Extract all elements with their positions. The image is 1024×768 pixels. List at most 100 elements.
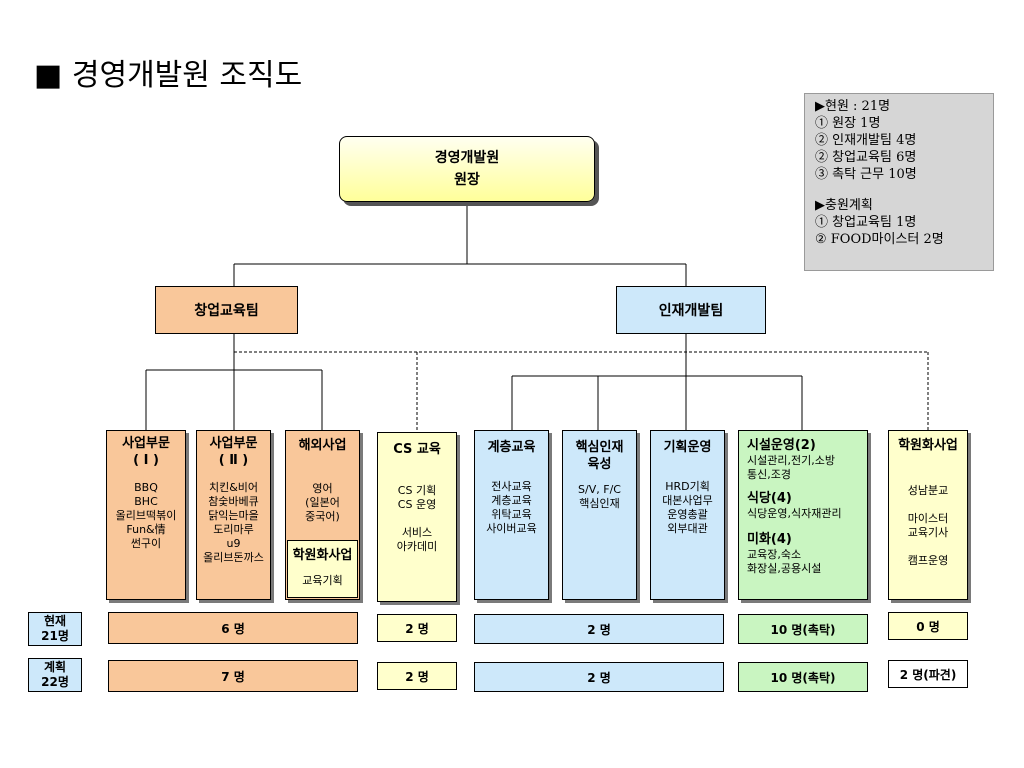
info-line: ① 창업교육팀 1명 (815, 215, 917, 230)
info-line: ▶현원 : 21명 (815, 99, 891, 114)
unit-cs-education: CS 교육 CS 기획 CS 운영 서비스 아카데미 (377, 432, 457, 602)
unit-item: 위탁교육 (491, 508, 532, 521)
team-hr-development: 인재개발팀 (616, 286, 766, 334)
section-title: 식당(4) (747, 491, 792, 506)
unit-title: 사업부문 (122, 436, 170, 451)
unit-item: 대본사업무 (662, 494, 713, 507)
unit-item: Fun&情 (126, 523, 166, 536)
info-line: ③ 촉탁 근무 10명 (815, 167, 917, 182)
unit-title: 기획운영 (663, 440, 712, 455)
unit-facility-ops: 시설운영(2) 시설관리,전기,소방 통신,조경 식당(4) 식당운영,식자재관… (738, 430, 868, 600)
unit-title: 학원화사업 (292, 548, 353, 563)
unit-academy-startup: 학원화사업 교육기획 (287, 540, 358, 598)
unit-business-1: 사업부문 ( Ⅰ ) BBQ BHC 올리브떡볶이 Fun&情 썬구이 (106, 430, 186, 600)
cell-value: 2 명 (405, 621, 429, 636)
unit-tier-education: 계층교육 전사교육 계층교육 위탁교육 사이버교육 (474, 430, 549, 600)
info-line: ② 창업교육팀 6명 (815, 150, 917, 165)
cell-value: 2 명 (587, 622, 611, 637)
director-box: 경영개발원 원장 (339, 136, 595, 202)
unit-item: 교육기사 (907, 526, 949, 539)
unit-item: 썬구이 (130, 537, 162, 550)
row-label-line: 22명 (41, 675, 69, 689)
unit-item: 서비스 (401, 526, 433, 539)
cell-value: 10 명(촉탁) (770, 622, 836, 637)
unit-item: 닭익는마을 (208, 509, 259, 522)
unit-item: HRD기획 (665, 480, 710, 493)
unit-item: 마이스터 (907, 512, 949, 525)
cell-value: 2 명 (405, 669, 429, 684)
unit-item: 운영총괄 (667, 508, 708, 521)
unit-academy-program: 학원화사업 성남분교 마이스터 교육기사 캠프운영 (888, 430, 968, 600)
unit-title: CS 교육 (393, 442, 441, 457)
unit-item: 교육장,숙소 (747, 548, 802, 561)
unit-item: 외부대관 (667, 522, 708, 535)
unit-business-2: 사업부문 ( Ⅱ ) 치킨&비어 참숯바베큐 닭익는마을 도리마루 u9 올리브… (196, 430, 271, 600)
unit-item: 영어 (312, 482, 333, 495)
unit-title: 핵심인재 (575, 440, 624, 455)
current-facility-count: 10 명(촉탁) (738, 614, 868, 644)
info-line: ▶충원계획 (815, 198, 873, 213)
unit-item: BBQ (134, 481, 158, 494)
section-title: 미화(4) (747, 532, 792, 547)
unit-title: 학원화사업 (898, 438, 958, 453)
unit-title: 계층교육 (487, 440, 536, 455)
unit-item: 참숯바베큐 (208, 495, 259, 508)
row-label-line: 계획 (43, 660, 67, 674)
director-org: 경영개발원 (434, 150, 500, 166)
unit-item: 교육기획 (302, 574, 343, 587)
unit-title: ( Ⅱ ) (218, 453, 249, 468)
unit-title: 육성 (587, 457, 612, 472)
current-academy-count: 0 명 (888, 612, 968, 640)
unit-item: 성남분교 (907, 484, 949, 497)
current-cs-count: 2 명 (377, 614, 457, 642)
unit-item: 캠프운영 (907, 554, 949, 567)
cell-value: 2 명 (587, 670, 611, 685)
row-label-line: 현재 (43, 614, 67, 628)
unit-title: ( Ⅰ ) (133, 453, 159, 468)
director-role: 원장 (454, 172, 480, 188)
unit-item: 화장실,공용시설 (747, 562, 822, 575)
cell-value: 10 명(촉탁) (770, 670, 836, 685)
unit-item: 핵심인재 (579, 497, 620, 510)
unit-core-talent: 핵심인재 육성 S/V, F/C 핵심인재 (562, 430, 637, 600)
unit-item: 계층교육 (491, 494, 532, 507)
unit-item: 치킨&비어 (208, 481, 259, 494)
row-label-line: 21명 (41, 629, 69, 643)
unit-item: 중국어) (305, 510, 340, 523)
plan-startup-count: 7 명 (108, 660, 358, 692)
unit-item: (일본어 (305, 496, 340, 509)
team-label: 인재개발팀 (658, 303, 724, 319)
unit-planning-ops: 기획운영 HRD기획 대본사업무 운영총괄 외부대관 (650, 430, 725, 600)
unit-item: CS 운영 (397, 498, 437, 511)
team-label: 창업교육팀 (194, 303, 259, 319)
row-label-plan: 계획 22명 (28, 658, 82, 692)
unit-title: 사업부문 (209, 436, 258, 451)
unit-item: 도리마루 (213, 523, 254, 536)
current-startup-count: 6 명 (108, 612, 358, 644)
unit-item: 전사교육 (491, 480, 532, 493)
team-startup-education: 창업교육팀 (155, 286, 298, 334)
unit-item: 아카데미 (396, 540, 438, 553)
info-line: ② 인재개발팀 4명 (815, 133, 917, 148)
cell-value: 7 명 (221, 669, 245, 684)
info-line: ② FOOD마이스터 2명 (815, 232, 944, 247)
plan-cs-count: 2 명 (377, 662, 457, 690)
plan-hr-count: 2 명 (474, 662, 724, 692)
unit-item: BHC (134, 495, 158, 508)
unit-item: 사이버교육 (486, 522, 537, 535)
plan-academy-count: 2 명(파견) (888, 660, 968, 688)
plan-facility-count: 10 명(촉탁) (738, 662, 868, 692)
unit-item: 식당운영,식자재관리 (747, 507, 842, 520)
unit-item: CS 기획 (397, 484, 437, 497)
cell-value: 0 명 (916, 619, 940, 634)
unit-title: 해외사업 (298, 438, 347, 453)
cell-value: 6 명 (221, 621, 245, 636)
section-title: 시설운영(2) (747, 438, 816, 453)
unit-item: 올리브떡볶이 (115, 509, 177, 522)
unit-item: 올리브돈까스 (203, 551, 264, 564)
page-title: ■ 경영개발원 조직도 (34, 58, 303, 93)
current-hr-count: 2 명 (474, 614, 724, 644)
unit-item: S/V, F/C (578, 483, 621, 496)
unit-item: 시설관리,전기,소방 (747, 454, 835, 467)
